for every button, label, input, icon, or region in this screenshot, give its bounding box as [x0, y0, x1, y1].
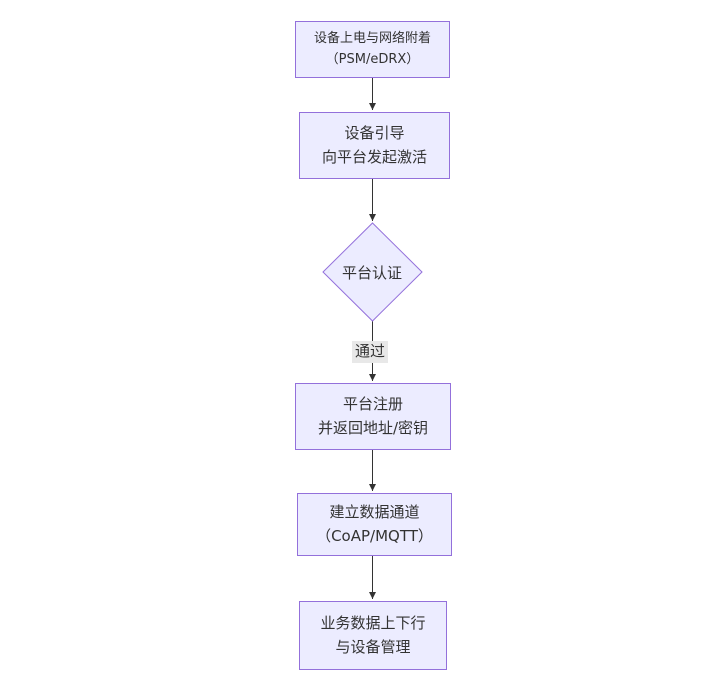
node-label-line: （PSM/eDRX） — [325, 51, 420, 67]
node-label-line: 设备上电与网络附着 — [313, 31, 431, 47]
decision-platform-auth: 平台认证 — [341, 263, 402, 282]
node-power-attach: 设备上电与网络附着 （PSM/eDRX） — [295, 21, 450, 78]
node-label-line: 平台注册 — [342, 395, 403, 414]
decision-diamond-shape — [322, 222, 423, 322]
node-label-line: 设备引导 — [344, 124, 405, 143]
node-label-line: 向平台发起激活 — [321, 147, 427, 166]
node-business-data: 业务数据上下行 与设备管理 — [299, 601, 447, 670]
node-label-line: 并返回地址/密钥 — [317, 418, 429, 437]
edge-label-pass: 通过 — [352, 341, 389, 363]
node-label-line: （CoAP/MQTT） — [316, 526, 433, 545]
node-label-line: 建立数据通道 — [329, 503, 420, 522]
node-label-line: 与设备管理 — [335, 637, 411, 656]
node-label-line: 业务数据上下行 — [320, 614, 426, 633]
node-data-channel: 建立数据通道 （CoAP/MQTT） — [297, 493, 452, 556]
node-register: 平台注册 并返回地址/密钥 — [295, 383, 451, 450]
node-bootstrap: 设备引导 向平台发起激活 — [299, 112, 450, 179]
